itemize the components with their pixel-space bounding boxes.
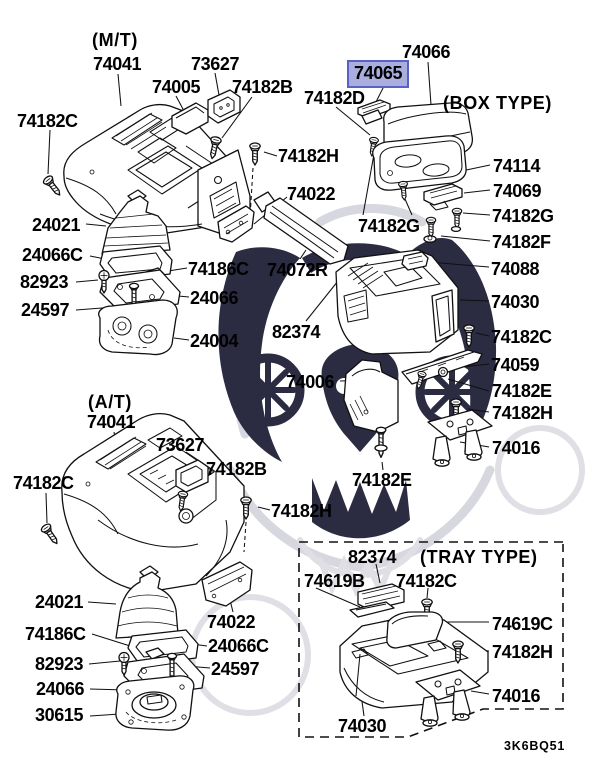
label-74022-mt[interactable]: 74022 [287,184,336,204]
label-74182C-mid[interactable]: 74182C [491,327,552,347]
label-30615[interactable]: 30615 [35,705,84,725]
label-74182H-tray[interactable]: 74182H [492,642,553,662]
label-74182B-at[interactable]: 74182B [206,459,267,479]
caption-mt: (M/T) [92,30,138,50]
label-74041-at[interactable]: 74041 [87,412,136,432]
label-74182H-at[interactable]: 74182H [271,501,332,521]
label-74182E-right[interactable]: 74182E [492,381,552,401]
label-74619C[interactable]: 74619C [492,614,553,634]
label-74182C-mt[interactable]: 74182C [17,111,78,131]
label-24066-at[interactable]: 24066 [36,679,85,699]
label-82923-at[interactable]: 82923 [35,654,84,674]
label-74182H-mt[interactable]: 74182H [278,146,339,166]
label-74182C-tray[interactable]: 74182C [396,571,457,591]
at-console-assembly [39,413,253,607]
label-24597-mt[interactable]: 24597 [21,300,70,320]
label-74030-box[interactable]: 74030 [491,292,540,312]
diagram-code: 3K6BQ51 [504,739,566,753]
mt-shifter-parts [98,189,181,356]
label-74072R[interactable]: 74072R [267,260,328,280]
label-74069[interactable]: 74069 [493,181,542,201]
label-82923-mt[interactable]: 82923 [20,272,69,292]
label-74182G-left[interactable]: 74182G [358,216,420,236]
tray-type-assembly [298,541,564,738]
label-74016-tray[interactable]: 74016 [492,686,541,706]
label-73627-at[interactable]: 73627 [156,435,205,455]
label-74059[interactable]: 74059 [491,355,540,375]
label-24004[interactable]: 24004 [190,331,239,351]
caption-box-type: (BOX TYPE) [443,93,553,113]
label-74182D[interactable]: 74182D [304,88,365,108]
label-74006[interactable]: 74006 [286,372,335,392]
label-24066C-at[interactable]: 24066C [208,636,269,656]
label-74041-mt[interactable]: 74041 [93,54,142,74]
mt-console-assembly [41,89,261,243]
label-74182B-mt[interactable]: 74182B [232,77,293,97]
label-74030-tray[interactable]: 74030 [338,716,387,736]
label-74114[interactable]: 74114 [493,156,541,176]
label-73627-mt[interactable]: 73627 [191,54,240,74]
label-74065[interactable]: 74065 [347,60,410,88]
label-74182G-right[interactable]: 74182G [492,206,554,226]
label-74186C-mt[interactable]: 74186C [188,259,249,279]
label-74182H-box[interactable]: 74182H [492,403,553,423]
label-24021-mt[interactable]: 24021 [32,215,81,235]
label-74016-box[interactable]: 74016 [492,438,541,458]
box-type-assembly [357,99,475,348]
caption-tray-type: (TRAY TYPE) [420,547,538,567]
label-24021-at[interactable]: 24021 [35,592,84,612]
label-74182E-bottom[interactable]: 74182E [352,470,412,490]
label-74088[interactable]: 74088 [491,259,540,279]
label-24066-mt[interactable]: 24066 [190,288,239,308]
label-82374-box[interactable]: 82374 [272,322,321,342]
label-24597-at[interactable]: 24597 [211,659,260,679]
label-74619B[interactable]: 74619B [304,571,365,591]
label-74005[interactable]: 74005 [152,77,201,97]
label-74182F[interactable]: 74182F [492,232,551,252]
box-rear-console [253,191,493,467]
at-shifter-parts [115,565,205,731]
caption-at: (A/T) [88,392,132,412]
label-74022-at[interactable]: 74022 [207,612,256,632]
label-82374-tray[interactable]: 82374 [348,547,397,567]
label-74066[interactable]: 74066 [402,42,451,62]
label-74186C-at[interactable]: 74186C [25,624,86,644]
label-24066C-mt[interactable]: 24066C [22,245,83,265]
label-74182C-at[interactable]: 74182C [13,473,74,493]
